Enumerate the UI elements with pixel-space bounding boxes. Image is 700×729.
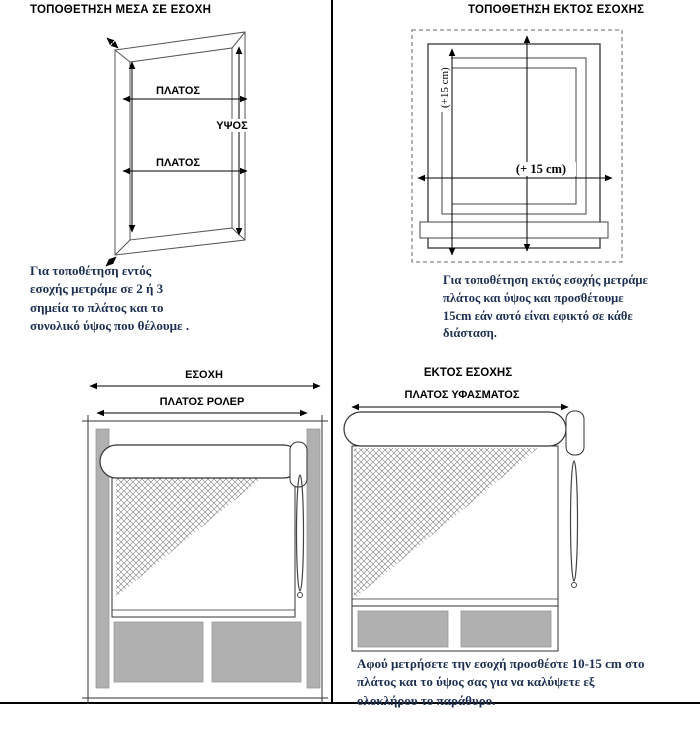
height-plus-label: (+15 cm) — [439, 67, 451, 108]
chain — [569, 460, 579, 582]
width-label-top: ΠΛΑΤΟΣ — [156, 85, 200, 97]
divider-vertical — [331, 0, 333, 703]
roller-tube — [99, 444, 301, 479]
recess-label: ΕΣΟΧΗ — [185, 369, 223, 381]
outside-recess-title: ΤΟΠΟΘΕΤΗΣΗ ΕΚΤΟΣ ΕΣΟΧΗΣ — [468, 4, 645, 16]
roller-tube — [343, 411, 567, 447]
roller-bracket — [289, 441, 308, 488]
fabric-hatch — [354, 448, 538, 599]
dashed-boundary — [411, 29, 623, 263]
divider-horizontal — [0, 702, 700, 704]
window-frame-panels — [95, 428, 321, 689]
inside-recess-title: ΤΟΠΟΘΕΤΗΣΗ ΜΕΣΑ ΣΕ ΕΣΟΧΗ — [30, 4, 212, 16]
width-plus-label-bg — [506, 162, 576, 176]
height-plus-label-bg — [438, 56, 451, 112]
inside-recess-note: Για τοποθέτηση εντός εσοχής μετράμε σε 2… — [30, 263, 190, 334]
chain — [295, 474, 305, 592]
measure-arrows — [105, 37, 248, 267]
corner-depth-arrow-top — [106, 37, 119, 49]
recess-outline — [82, 415, 328, 704]
fabric-hatch — [116, 478, 262, 597]
inside-recess-window-diagram: ΠΛΑΤΟΣ ΠΛΑΤΟΣ ΥΨΟΣ — [105, 31, 253, 267]
chain-connector — [297, 592, 303, 598]
window-frame-panels — [357, 610, 552, 648]
outside-recess-note: Για τοποθέτηση εκτός εσοχής μετράμε πλάτ… — [443, 273, 648, 341]
fabric-width-label: ΠΛΑΤΟΣ ΥΦΑΣΜΑΤΟΣ — [405, 389, 520, 401]
chain-connector — [571, 582, 577, 588]
corner-depth-arrow-bottom — [105, 256, 117, 267]
window-frame — [419, 43, 609, 249]
window-sill — [419, 221, 609, 239]
width-label-bottom: ΠΛΑΤΟΣ — [156, 157, 200, 169]
roller-inside-recess-diagram: ΕΣΟΧΗ ΠΛΑΤΟΣ ΡΟΛΕΡ — [82, 369, 328, 704]
roller-bracket — [565, 410, 585, 456]
height-label: ΥΨΟΣ — [216, 120, 248, 132]
width-plus-label: (+ 15 cm) — [516, 162, 566, 176]
roller-width-label: ΠΛΑΤΟΣ ΡΟΛΕΡ — [160, 396, 245, 408]
measure-arrows — [417, 35, 613, 256]
window-frame — [114, 31, 246, 256]
roller-outside-recess-diagram: ΕΚΤΟΣ ΕΣΟΧΗΣ ΠΛΑΤΟΣ ΥΦΑΣΜΑΤΟΣ — [343, 367, 585, 652]
outside-recess-window-diagram: (+15 cm) (+ 15 cm) — [411, 29, 623, 263]
height-label-bg — [211, 119, 253, 132]
outside-recess-label: ΕΚΤΟΣ ΕΣΟΧΗΣ — [424, 367, 512, 379]
bottom-note: Αφού μετρήσετε την εσοχή προσθέστε 10-15… — [357, 656, 645, 708]
